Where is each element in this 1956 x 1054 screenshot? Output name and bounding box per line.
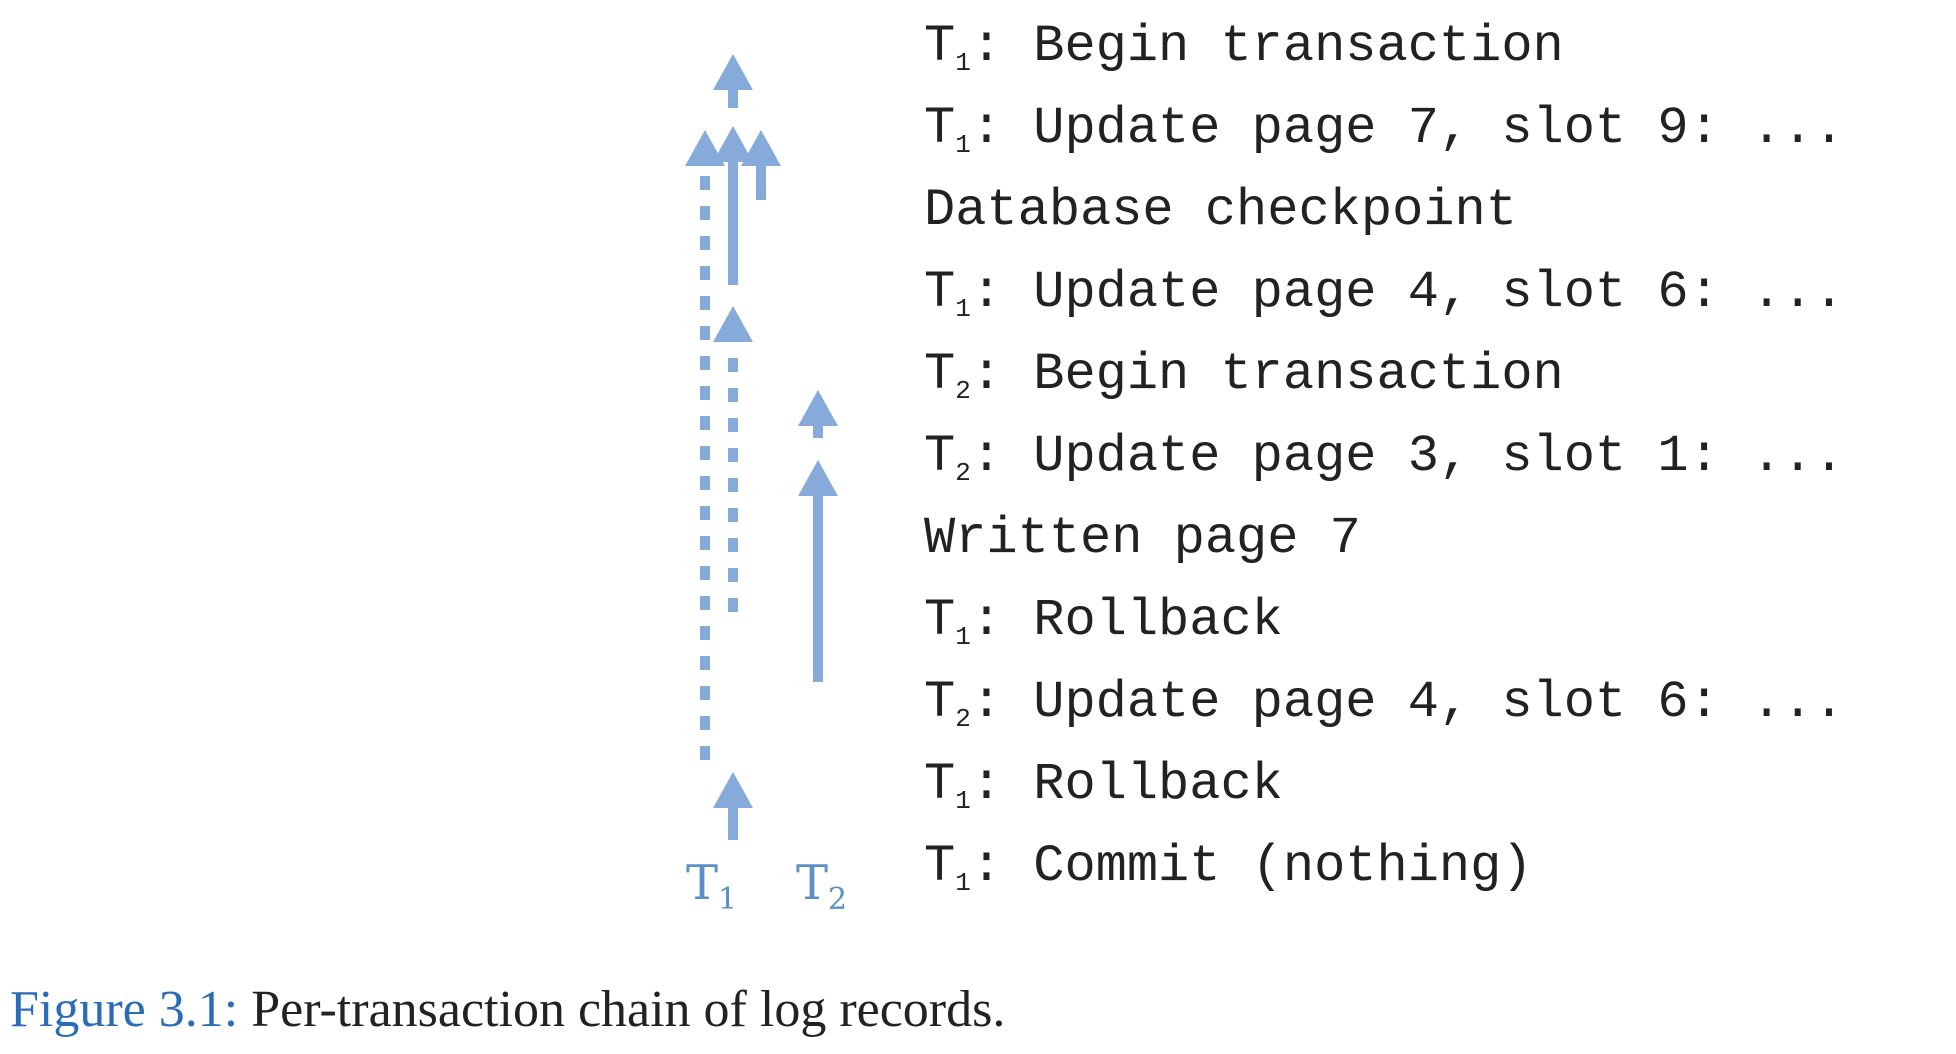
log-record-tx-sub: 2 [955,376,971,406]
log-record-text: : Begin transaction [970,345,1564,404]
log-record-tx-sub: 2 [955,458,971,488]
log-record: T2: Begin transaction [924,334,1845,416]
figure-caption-text: Per-transaction chain of log records. [238,981,1006,1038]
log-record-text: : Update page 3, slot 1: ... [970,427,1845,486]
t1-arrow-commit-to-rollback-head [685,130,725,166]
log-record: T2: Update page 3, slot 1: ... [924,416,1845,498]
figure-caption: Figure 3.1: Per-transaction chain of log… [10,980,1005,1039]
t1-arrow-update-to-update-head [713,126,753,162]
log-record: T1: Rollback [924,580,1845,662]
log-record-text: : Update page 4, slot 6: ... [970,263,1845,322]
t1-arrow-rollback-to-update-head [713,306,753,342]
log-record-tx: T [924,345,956,404]
log-record-text: : Rollback [970,755,1283,814]
t1-arrow-short-head [741,130,781,166]
log-record-tx: T [924,17,956,76]
log-record-text: Database checkpoint [924,181,1517,240]
transaction-label-t1: T1 [686,855,738,917]
log-record-tx: T [924,755,956,814]
log-record-tx-sub: 1 [955,294,971,324]
log-record-text: : Begin transaction [970,17,1564,76]
log-record-tx: T [924,427,956,486]
log-record-tx: T [924,837,956,896]
log-record: T1: Rollback [924,744,1845,826]
log-record-text: : Rollback [970,591,1283,650]
log-record-tx-sub: 2 [955,704,971,734]
log-record-tx: T [924,673,956,732]
log-record: T1: Begin transaction [924,6,1845,88]
log-record: T1: Update page 4, slot 6: ... [924,252,1845,334]
log-record: Written page 7 [924,498,1845,580]
figure-number: Figure 3.1: [10,981,239,1038]
log-record-text: : Update page 7, slot 9: ... [970,99,1845,158]
log-record-list: T1: Begin transaction T1: Update page 7,… [924,6,1845,908]
log-record-tx: T [924,99,956,158]
t1-arrow-update-to-begin-head [713,54,753,90]
log-record-tx-sub: 1 [955,868,971,898]
t2-arrow-update-to-update-head [798,460,838,496]
log-record-tx: T [924,591,956,650]
t2-arrow-update-to-begin-head [798,390,838,426]
log-record: Database checkpoint [924,170,1845,252]
log-record: T1: Commit (nothing) [924,826,1845,908]
log-record-text: : Update page 4, slot 6: ... [970,673,1845,732]
log-record-tx-sub: 1 [955,130,971,160]
log-record-text: Written page 7 [924,509,1361,568]
log-record-tx-sub: 1 [955,622,971,652]
log-record: T1: Update page 7, slot 9: ... [924,88,1845,170]
transaction-label-t2: T2 [796,855,848,917]
log-record-text: : Commit (nothing) [970,837,1533,896]
log-record-tx: T [924,263,956,322]
t1-arrow-start-head [713,772,753,808]
log-record-tx-sub: 1 [955,48,971,78]
log-record: T2: Update page 4, slot 6: ... [924,662,1845,744]
log-record-tx-sub: 1 [955,786,971,816]
